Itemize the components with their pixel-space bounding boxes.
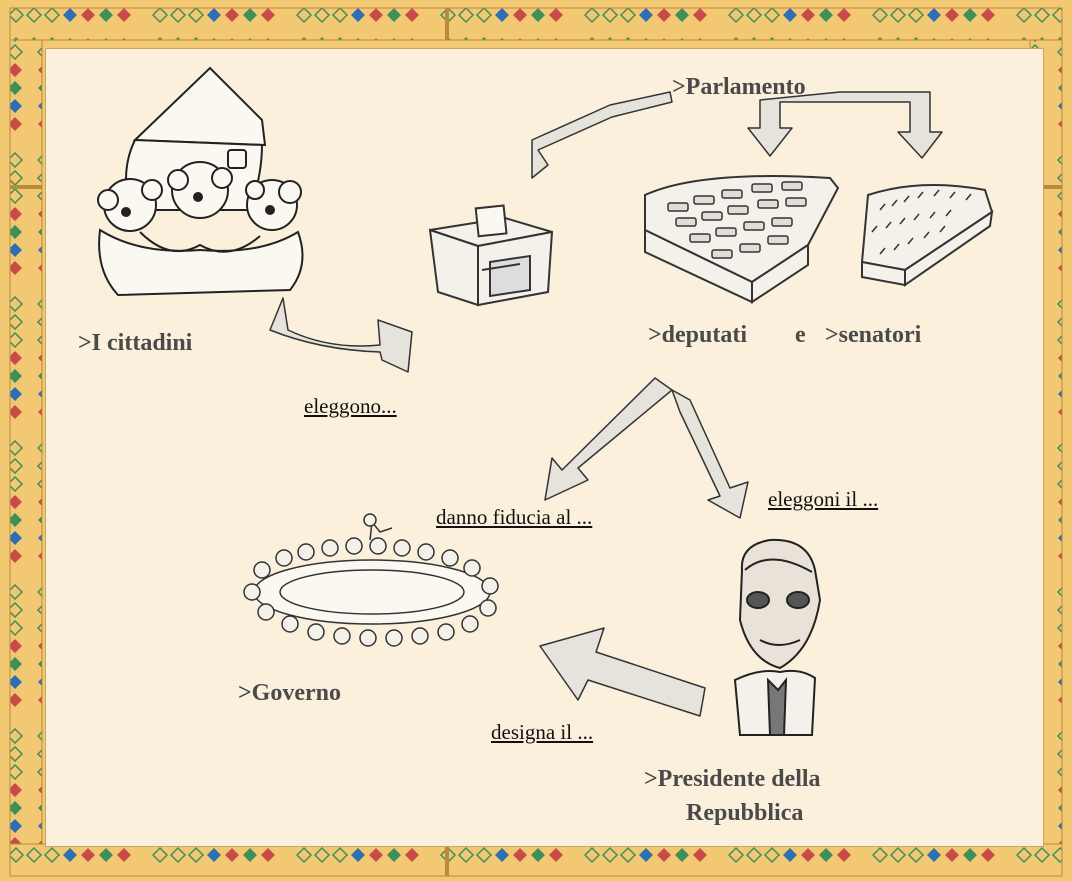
ballot-box-illustration: [430, 206, 552, 305]
edge-label-eleggono: eleggono...: [304, 394, 397, 419]
arrow-presidente-to-governo: [540, 628, 705, 716]
arrow-deputati-to-governo: [545, 378, 672, 500]
government-illustration: [244, 514, 498, 646]
edge-label-designa: designa il ...: [491, 720, 593, 745]
node-presidente-line2: Repubblica: [686, 800, 803, 827]
edge-label-eleggoni: eleggoni il ...: [768, 487, 878, 512]
node-conjunction-e: e: [795, 322, 806, 349]
node-parlamento: >Parlamento: [672, 74, 806, 101]
president-illustration: [735, 540, 820, 735]
node-deputati: >deputati: [648, 322, 747, 349]
citizens-illustration: [98, 68, 303, 295]
arrow-citizens-to-ballot: [270, 298, 412, 372]
arrow-parlamento-to-deputati: [748, 92, 942, 158]
node-presidente-line1: >Presidente della: [644, 766, 821, 793]
edge-label-danno-fiducia: danno fiducia al ...: [436, 505, 592, 530]
node-cittadini: >I cittadini: [78, 330, 192, 357]
node-governo: >Governo: [238, 680, 341, 707]
senate-illustration: [862, 185, 992, 285]
chamber-deputies-illustration: [645, 176, 838, 302]
node-senatori: >senatori: [825, 322, 921, 349]
arrow-ballot-to-parlamento: [532, 92, 672, 178]
arrow-deputati-to-presidente: [672, 390, 748, 518]
